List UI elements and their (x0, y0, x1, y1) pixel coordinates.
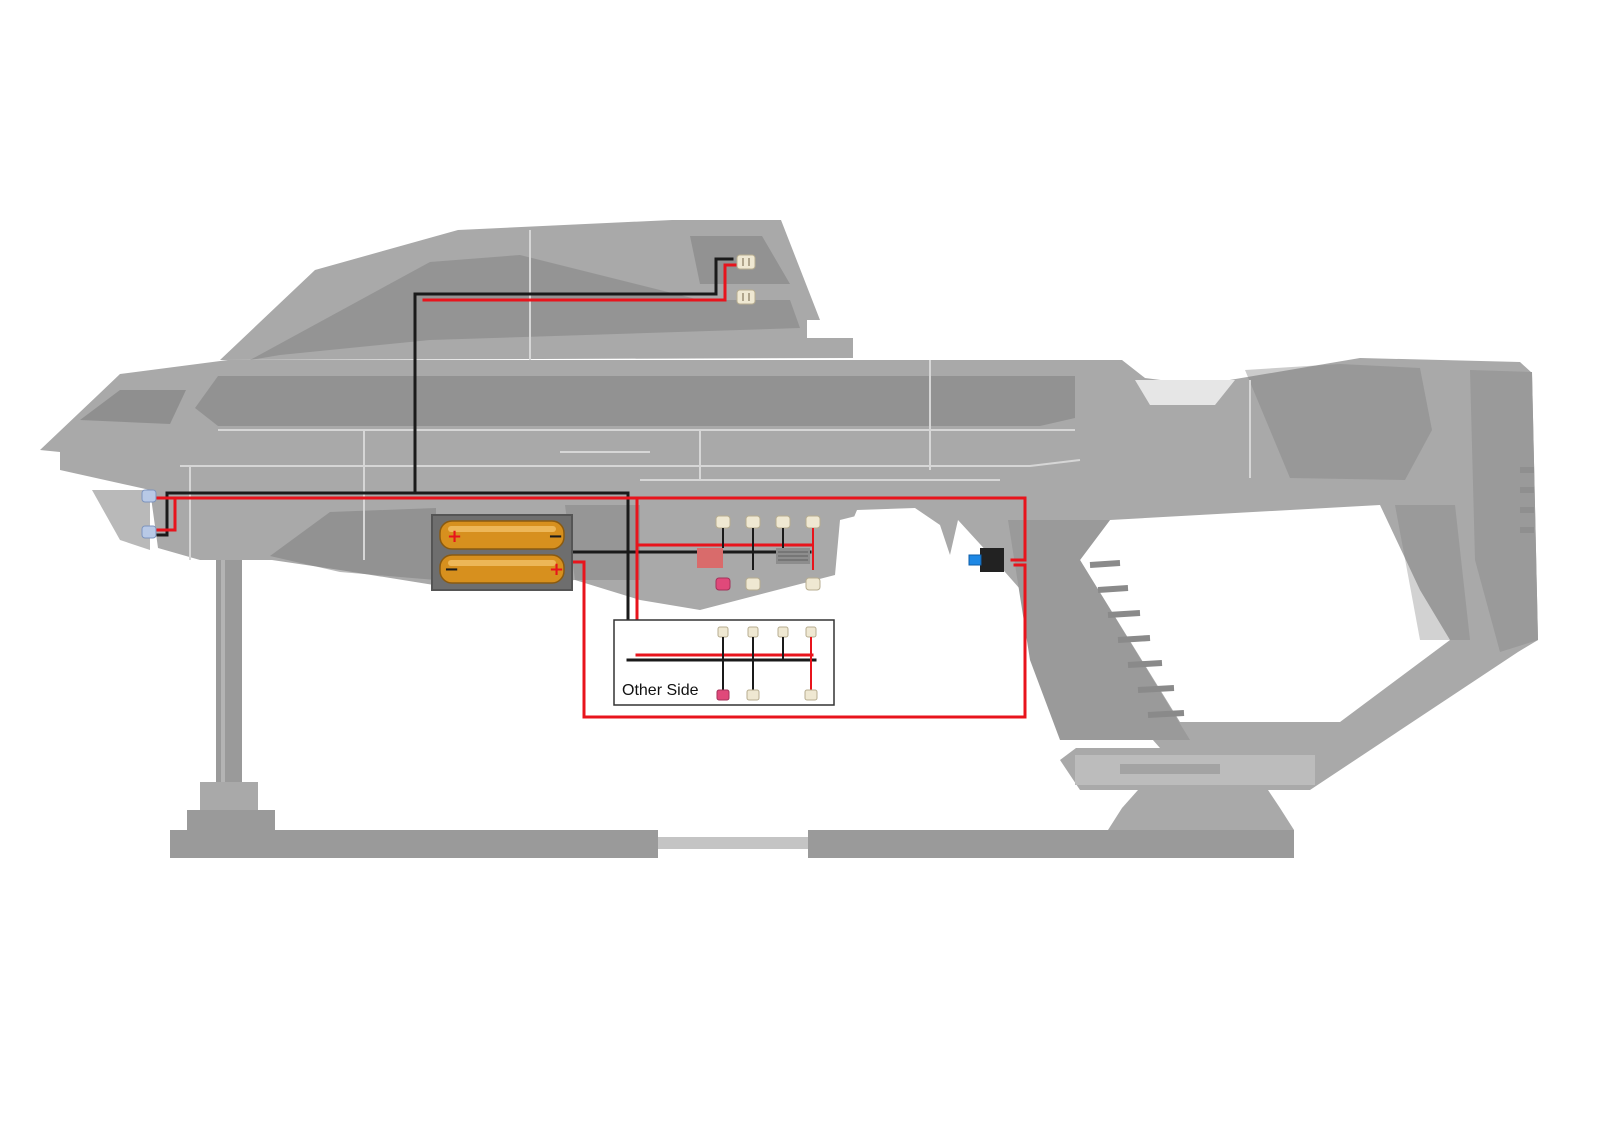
positive-wire-topright (635, 496, 1027, 562)
led-bank-top-4 (805, 515, 821, 570)
rear-top-window (1135, 380, 1235, 405)
stock-opening (1080, 505, 1450, 722)
inset-led-4 (804, 626, 818, 701)
inset-led-2 (746, 626, 760, 701)
battery-bottom-left-terminal: − (444, 559, 459, 580)
positive-wire-return (570, 560, 1027, 719)
switch-body (980, 548, 1004, 572)
led-muzzle-upper (141, 489, 157, 503)
led-bank-top-3 (775, 515, 791, 548)
muzzle-leds (141, 489, 157, 539)
led-scope-upper (736, 254, 756, 270)
inset-led-3 (777, 626, 789, 660)
scope-leds (736, 254, 756, 305)
stock-ridges (1520, 467, 1534, 533)
stand-rear-cradle (1108, 790, 1294, 830)
battery-top-right-terminal: − (548, 526, 563, 547)
led-bank-top-2 (745, 515, 761, 570)
upper-barrel-panel (195, 376, 1075, 426)
receiver-rear-panel (1245, 364, 1432, 480)
inset-label: Other Side (622, 682, 699, 699)
positive-wire-main (156, 496, 177, 532)
muzzle-tip-panel (80, 390, 186, 424)
stand-post-highlight (221, 460, 225, 785)
battery-top-left-terminal: + (447, 526, 462, 547)
negative-wire-muzzle (156, 491, 169, 537)
trigger-guard-opening (838, 508, 975, 588)
pistol-grip (1008, 520, 1190, 740)
other-side-inset: Other Side (613, 619, 835, 706)
muzzle-lower-panel (92, 490, 150, 550)
positive-wire-scope (422, 263, 742, 302)
led-bank-top-1 (715, 515, 731, 548)
led-bank-bottom-1 (715, 577, 731, 591)
stock-lower-panel (1395, 505, 1470, 640)
stand-post-collar (200, 782, 258, 812)
battery-top-shine (448, 526, 556, 532)
scope-side-panel (250, 255, 800, 360)
led-scope-lower (736, 289, 756, 305)
power-switch (968, 548, 1004, 572)
side-led-bank (697, 515, 821, 591)
display-stand (170, 460, 1294, 858)
stand-base-bar (658, 837, 808, 849)
led-muzzle-lower (141, 525, 157, 539)
lower-handguard-panel (270, 508, 436, 580)
switch-actuator (968, 554, 982, 566)
battery-pack: + − − + (431, 514, 573, 591)
led-bank-bottom-2 (745, 577, 761, 591)
stand-base-left (170, 830, 658, 858)
stand-base-right (808, 830, 1294, 858)
panel-seams (180, 230, 1251, 560)
rifle-body (40, 220, 1538, 790)
rear-foot-slot (1120, 764, 1220, 774)
inset-led-1 (716, 626, 730, 701)
led-bank-bottom-3 (805, 577, 821, 591)
red-panel (697, 548, 723, 568)
stock-butt (1470, 370, 1538, 652)
battery-bottom-right-terminal: + (549, 559, 564, 580)
battery-bottom-shine (448, 560, 556, 566)
negative-wire-main (165, 257, 734, 495)
grip-ridges (1089, 560, 1185, 718)
